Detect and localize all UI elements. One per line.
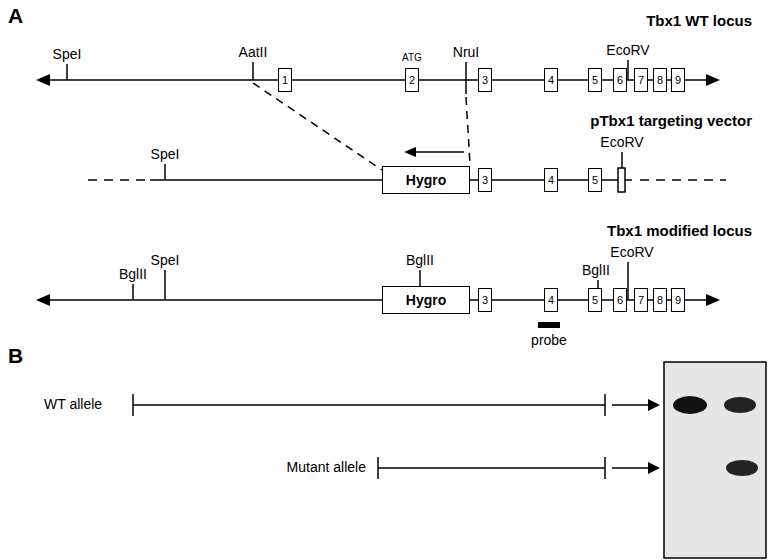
node-text: 3 (482, 75, 488, 86)
restriction-site: NruI (453, 44, 479, 60)
exon-box: 3 (478, 68, 492, 92)
restriction-site: BglII (406, 252, 434, 268)
node-text: 1 (282, 75, 288, 86)
exon-box: 3 (478, 288, 492, 312)
restriction-site: AatII (239, 44, 268, 60)
restriction-site: SpeI (151, 146, 180, 162)
node-text: 7 (638, 75, 644, 86)
allele-label: WT allele (44, 396, 102, 412)
vector-title: pTbx1 targeting vector (590, 112, 752, 129)
start-codon: ATG (402, 52, 422, 64)
restriction-site: SpeI (53, 46, 82, 62)
node-text: 7 (638, 295, 644, 306)
node-text: 8 (657, 295, 663, 306)
node-text: 9 (675, 75, 681, 86)
node-text: 2 (409, 75, 415, 86)
node-text: Hygro (406, 293, 446, 307)
restriction-site: SpeI (151, 252, 180, 268)
cassette-box: Hygro (382, 166, 470, 194)
cassette-box: Hygro (382, 286, 470, 314)
node-text: 9 (675, 295, 681, 306)
node-text: 5 (592, 175, 598, 186)
node-text: 4 (548, 175, 554, 186)
exon-box: 8 (653, 68, 667, 92)
exon-box: 4 (544, 288, 558, 312)
exon-box: 5 (588, 288, 602, 312)
node-text: 6 (617, 75, 623, 86)
exon-box: 3 (478, 168, 492, 192)
exon-box: 6 (613, 68, 627, 92)
exon-box: 8 (653, 288, 667, 312)
node-text: 3 (482, 175, 488, 186)
locus-title: Tbx1 modified locus (607, 222, 752, 239)
restriction-site: EcoRV (606, 42, 649, 58)
restriction-site: BglII (119, 266, 147, 282)
exon-box: 1 (278, 68, 292, 92)
exon-box: 7 (634, 68, 648, 92)
locus-title: Tbx1 WT locus (646, 12, 752, 29)
exon-box: 7 (634, 288, 648, 312)
exon-box: 2 (405, 68, 419, 92)
node-text: 4 (548, 295, 554, 306)
allele-label: Mutant allele (287, 459, 366, 475)
exon-box: 9 (671, 68, 685, 92)
node-text: 3 (482, 295, 488, 306)
exon-box: 9 (671, 288, 685, 312)
panel-letter: B (8, 344, 23, 368)
restriction-site: EcoRV (610, 244, 653, 260)
node-text: Hygro (406, 173, 446, 187)
node-text: 5 (592, 75, 598, 86)
exon-box: 5 (588, 68, 602, 92)
node-text: 6 (617, 295, 623, 306)
panel-letter: A (8, 4, 23, 28)
exon-box: 6 (613, 288, 627, 312)
probe-label: probe (531, 332, 567, 348)
node-text: 5 (592, 295, 598, 306)
exon-box: 5 (588, 168, 602, 192)
restriction-site: EcoRV (600, 134, 643, 150)
exon-box: 4 (544, 68, 558, 92)
node-text: 8 (657, 75, 663, 86)
restriction-site: BglII (582, 262, 610, 278)
node-text: 4 (548, 75, 554, 86)
exon-box: 4 (544, 168, 558, 192)
